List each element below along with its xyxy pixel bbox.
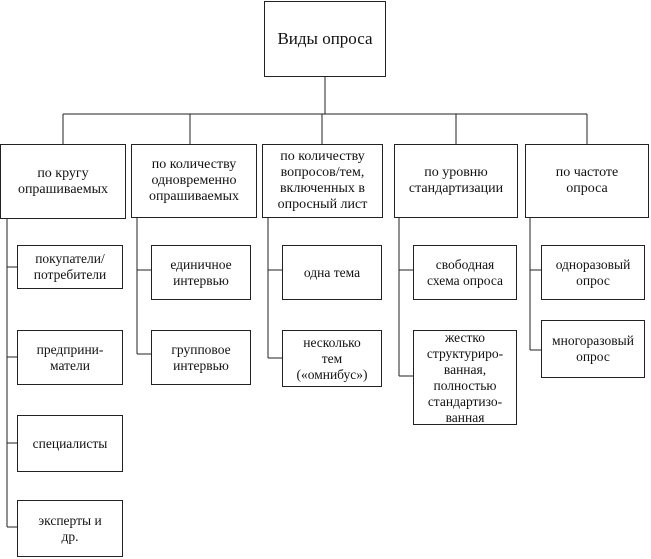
item-structured-box: жестко структуриро- ванная, полностью ст… (413, 330, 517, 425)
category-audience-box: по кругу опрашиваемых (0, 144, 126, 219)
root-title: Виды опроса (277, 29, 373, 48)
item-buyers-box: покупатели/ потребители (17, 245, 123, 289)
root-box: Виды опроса (264, 1, 386, 77)
item-buyers-label: покупатели/ потребители (33, 251, 107, 282)
item-group-interview-label: групповое интервью (171, 341, 231, 373)
item-one-time-box: одноразовый опрос (541, 245, 645, 300)
category-simultaneous-box: по количеству одновременно опрашиваемых (131, 144, 257, 218)
item-entrepreneurs-box: предприни- матели (17, 330, 123, 385)
item-group-interview-box: групповое интервью (151, 330, 251, 385)
item-omnibus-box: несколько тем («омнибус») (282, 330, 382, 387)
category-audience-label: по кругу опрашиваемых (17, 165, 109, 197)
category-standardization-label: по уровню стандартизации (408, 165, 504, 196)
category-topics-label: по количеству вопросов/тем, включенных в… (277, 149, 368, 212)
item-omnibus-label: несколько тем («омнибус») (296, 334, 368, 382)
item-specialists-box: специалисты (17, 415, 123, 472)
item-one-topic-box: одна тема (282, 245, 382, 300)
item-one-time-label: одноразовый опрос (555, 256, 631, 288)
category-simultaneous-label: по количеству одновременно опрашиваемых (148, 157, 240, 204)
item-structured-label: жестко структуриро- ванная, полностью ст… (426, 329, 504, 425)
category-frequency-label: по частоте опроса (555, 165, 619, 196)
item-individual-interview-label: единичное интервью (170, 256, 232, 288)
item-specialists-label: специалисты (32, 435, 108, 451)
item-one-topic-label: одна тема (303, 264, 361, 280)
item-repeated-box: многоразовый опрос (541, 320, 645, 378)
category-standardization-box: по уровню стандартизации (394, 144, 518, 218)
item-individual-interview-box: единичное интервью (151, 245, 251, 300)
item-repeated-label: многоразовый опрос (552, 333, 634, 364)
item-experts-label: эксперты и др. (38, 512, 102, 544)
category-frequency-box: по частоте опроса (525, 144, 649, 218)
item-free-scheme-box: свободная схема опроса (413, 245, 517, 300)
item-entrepreneurs-label: предприни- матели (36, 341, 104, 373)
category-topics-box: по количеству вопросов/тем, включенных в… (262, 144, 383, 218)
item-free-scheme-label: свободная схема опроса (427, 256, 503, 288)
item-experts-box: эксперты и др. (17, 500, 123, 557)
